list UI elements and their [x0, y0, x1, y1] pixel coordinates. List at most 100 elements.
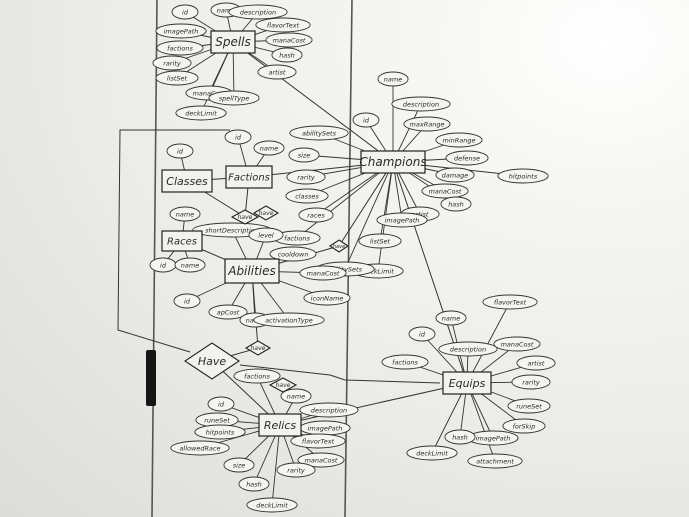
attr-oval-relics-9: [297, 452, 345, 468]
attr-oval-factions-1: [253, 140, 285, 156]
attr-label-spells-10: listSet: [167, 74, 188, 82]
entity-label-spells: Spells: [215, 35, 251, 49]
relationship-have_5: [268, 377, 298, 393]
attr-label-equips-2: flavorText: [494, 298, 527, 306]
attr-label-abilities-8: iconName: [311, 294, 344, 302]
attr-oval-relics-2: [207, 396, 235, 412]
attr-oval-champions-18: [298, 207, 334, 223]
attr-oval-equips-1: [435, 310, 467, 326]
attr-oval-champions-11: [376, 212, 428, 228]
attr-label-champions-18: races: [307, 211, 325, 219]
attr-label-champions-9: hash: [448, 200, 464, 208]
attr-label-relics-7: flavorText: [302, 437, 335, 445]
attr-oval-spells-12: [208, 90, 260, 106]
attr-label-champions-15: size: [298, 151, 311, 159]
attr-label-abilities-7: manaCost: [307, 269, 340, 277]
attr-label-spells-3: flavorText: [267, 21, 300, 29]
attr-oval-races-2: [174, 257, 206, 273]
relation-link-7: [338, 161, 394, 247]
relationship-label-have_1: have: [238, 214, 253, 221]
attr-oval-abilities-7: [299, 265, 347, 281]
relationship-label-have_4: have: [333, 244, 345, 250]
relation-loop: [117, 129, 230, 353]
attr-label-spells-0: id: [182, 8, 189, 16]
attr-label-champions-5: defense: [454, 154, 480, 162]
entity-factions: [225, 165, 273, 189]
attr-label-abilities-4: apCost: [217, 308, 240, 316]
attr-oval-champions-5: [445, 150, 489, 166]
attr-oval-champions-3: [403, 116, 451, 132]
attr-label-equips-12: deckLimit: [416, 449, 448, 457]
entity-label-classes: Classes: [166, 175, 208, 188]
attr-label-champions-2: description: [403, 100, 439, 108]
attr-label-champions-11: imagePath: [385, 216, 420, 224]
attr-label-champions-13: deckLimit: [362, 267, 394, 275]
entity-equips: [442, 371, 492, 395]
relationship-label-have_3: have: [251, 345, 266, 352]
attr-label-relics-11: rarity: [287, 466, 305, 474]
attr-oval-equips-6: [516, 355, 556, 371]
attr-label-races-0: name: [176, 210, 194, 218]
attr-oval-champions-12: [358, 233, 402, 249]
attr-oval-relics-0: [233, 368, 281, 384]
relationship-label-have_big: Have: [198, 355, 227, 368]
attr-label-champions-4: minRange: [442, 136, 475, 144]
attr-oval-races-0: [169, 206, 201, 222]
entity-label-equips: Equips: [449, 377, 486, 390]
attr-oval-equips-5: [493, 336, 541, 352]
attr-label-relics-1: name: [287, 392, 305, 400]
link-equips-attr-12: [431, 382, 468, 454]
attr-label-relics-4: runeSet: [204, 416, 230, 424]
attr-label-spells-12: spellType: [219, 94, 250, 102]
attr-oval-abilities-3: [173, 293, 201, 309]
attr-label-abilities-1: level: [258, 231, 274, 239]
relation-link-9: [251, 270, 259, 349]
attr-label-champions-19: factions: [284, 234, 310, 242]
attr-oval-spells-6: [257, 64, 297, 80]
attr-oval-relics-11: [276, 462, 316, 478]
attr-label-relics-0: factions: [244, 372, 270, 380]
attr-label-factions-0: id: [235, 133, 242, 141]
attr-label-champions-7: damage: [442, 171, 469, 179]
attr-oval-relics-12: [238, 476, 270, 492]
attr-label-equips-3: factions: [392, 358, 418, 366]
attr-label-races-2: name: [181, 261, 199, 269]
attr-label-spells-13: deckLimit: [185, 109, 217, 117]
relationship-have_4: [329, 239, 349, 253]
attr-label-champions-6: hitpoints: [509, 172, 538, 180]
entity-abilities: [224, 258, 280, 284]
relationship-have_1: [230, 209, 260, 225]
attr-label-spells-1: name: [217, 6, 235, 14]
attr-label-relics-6: hitpoints: [206, 428, 235, 436]
attr-label-races-1: id: [160, 261, 167, 269]
entity-label-champions: Champions: [359, 155, 426, 169]
attr-label-equips-11: attachment: [476, 457, 514, 465]
attr-oval-equips-13: [444, 429, 476, 445]
attr-oval-equips-8: [507, 398, 551, 414]
attr-label-champions-3: maxRange: [410, 120, 445, 128]
attr-oval-champions-0: [352, 112, 380, 128]
attr-label-spells-7: imagePath: [164, 27, 199, 35]
attr-label-champions-1: name: [384, 75, 402, 83]
attr-oval-equips-3: [381, 354, 429, 370]
attr-label-equips-8: runeSet: [516, 402, 542, 410]
attr-label-champions-10: artist: [412, 210, 429, 218]
attr-label-equips-10: imagePath: [476, 434, 511, 442]
entity-races: [161, 230, 203, 252]
attr-label-abilities-2: cooldown: [278, 250, 309, 258]
link-equips-attr-2: [466, 301, 511, 384]
whiteboard-handle: [146, 350, 156, 406]
attr-label-champions-12: listSet: [370, 237, 391, 245]
relation-to-equips: [239, 364, 441, 384]
attr-oval-champions-16: [286, 169, 326, 185]
attr-oval-champions-14: [289, 125, 349, 141]
attr-label-champions-0: id: [363, 116, 370, 124]
attr-label-champions-8: manaCost: [429, 187, 462, 195]
attr-oval-factions-0: [224, 129, 252, 145]
relationship-have_big: [184, 342, 240, 380]
attr-label-spells-6: artist: [269, 68, 286, 76]
entity-classes: [161, 169, 213, 193]
attr-oval-relics-1: [280, 388, 312, 404]
